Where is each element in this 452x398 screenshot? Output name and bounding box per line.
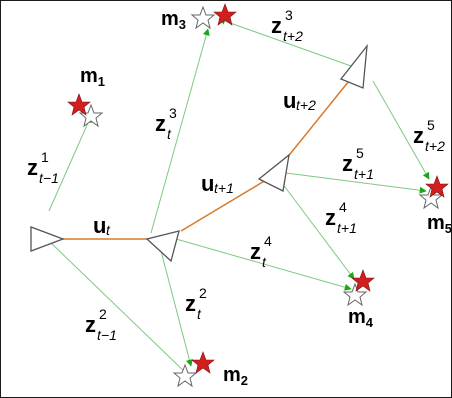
observation-edges <box>48 17 430 377</box>
landmark-star-m2 <box>172 351 215 388</box>
label-m3: m3 <box>161 8 187 32</box>
edge-z5-t1 <box>285 172 427 194</box>
label-m5: m5 <box>427 212 452 236</box>
label-m4: m4 <box>348 306 374 330</box>
edge-z5-t2 <box>372 80 430 180</box>
edge-z1-tm1 <box>48 115 92 212</box>
pose-t-minus-1 <box>30 226 65 252</box>
edge-z3-t2 <box>218 17 352 67</box>
landmark-star-m3 <box>190 3 237 30</box>
landmark-star-m5 <box>418 175 449 210</box>
landmark-star-m4 <box>342 269 375 307</box>
edge-z4-t1 <box>278 178 355 280</box>
trajectory-edges <box>59 75 354 240</box>
landmark-star-m1 <box>67 93 104 128</box>
label-m2: m2 <box>223 364 249 388</box>
edge-z4-t <box>175 238 352 291</box>
edge-z3-t <box>150 28 210 234</box>
label-m1: m1 <box>80 65 106 89</box>
edge-z2-t <box>160 250 193 367</box>
pose-t-plus-1 <box>257 153 290 192</box>
edge-z2-tm1 <box>48 240 190 377</box>
poses <box>30 43 368 263</box>
landmark-stars <box>67 3 449 388</box>
pose-t <box>145 230 180 263</box>
edge-u-t2 <box>285 75 354 160</box>
edge-u-t1 <box>180 176 272 232</box>
pose-t-plus-2 <box>339 43 368 89</box>
